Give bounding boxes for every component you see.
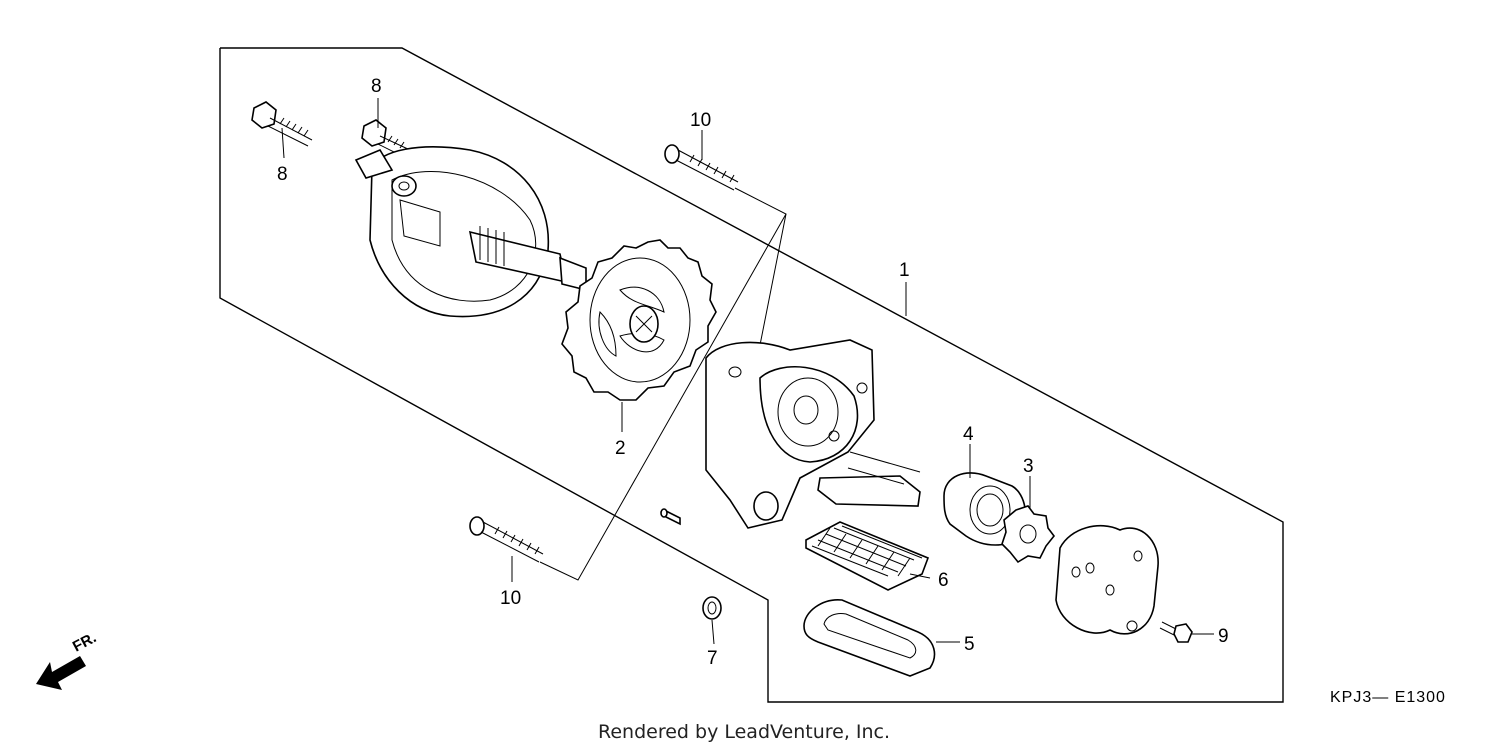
callout-6: 6 — [938, 570, 949, 591]
callout-2: 2 — [615, 438, 626, 459]
front-direction-arrow: FR. — [36, 629, 99, 690]
callout-10-bottom: 10 — [500, 588, 521, 609]
inner-rotor[interactable] — [1001, 505, 1056, 564]
callout-4: 4 — [963, 424, 974, 445]
bolt-8-right[interactable] — [361, 119, 411, 159]
guide-line-bottom — [539, 213, 787, 581]
callout-8-top: 8 — [371, 76, 382, 97]
bolt-10-bottom[interactable] — [469, 516, 544, 563]
pump-cover-shaft[interactable] — [354, 146, 587, 318]
pump-end-cover[interactable] — [1055, 524, 1159, 635]
screw-9[interactable] — [1159, 621, 1193, 643]
callout-8-left: 8 — [277, 164, 288, 185]
dowel-pin[interactable] — [660, 508, 681, 526]
leader-8b — [281, 127, 285, 159]
footer-credit: Rendered by LeadVenture, Inc. — [598, 721, 890, 743]
oil-strainer-screen[interactable] — [805, 521, 930, 591]
pump-body[interactable] — [705, 339, 921, 529]
diagram-code: KPJ3— E1300 — [1330, 689, 1446, 706]
sealing-washer[interactable] — [702, 596, 722, 620]
leader-7 — [711, 619, 715, 645]
assembly-outline — [219, 47, 1284, 703]
callout-9: 9 — [1218, 626, 1229, 647]
strainer-gasket[interactable] — [803, 599, 936, 677]
callout-1: 1 — [899, 260, 910, 281]
callout-5: 5 — [964, 634, 975, 655]
pump-driven-gear[interactable] — [561, 239, 717, 401]
guide-line-top — [734, 187, 787, 346]
bolt-8-left[interactable] — [251, 101, 313, 147]
front-label: FR. — [70, 629, 99, 655]
leader-6 — [909, 573, 931, 579]
callout-7: 7 — [707, 648, 718, 669]
callout-3: 3 — [1023, 456, 1034, 477]
bolt-10-top[interactable] — [664, 144, 739, 191]
callout-10-top: 10 — [690, 110, 711, 131]
